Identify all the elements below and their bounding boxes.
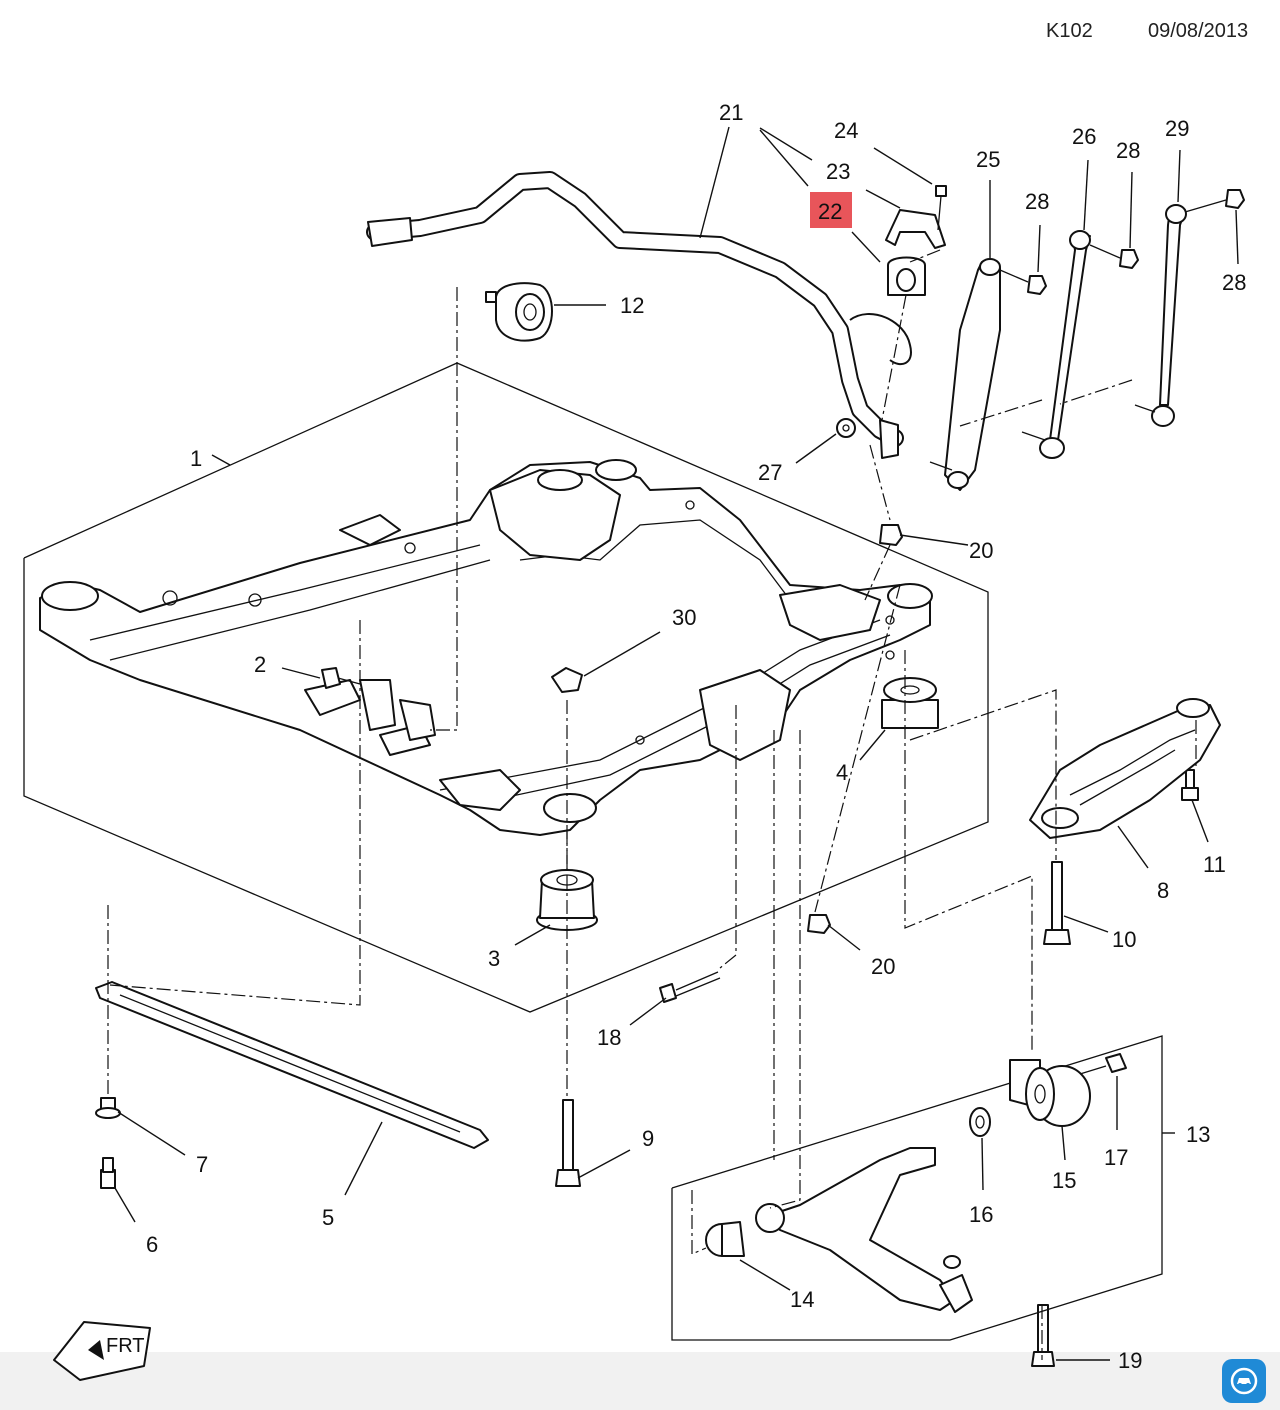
assembly-centerlines [107, 249, 1197, 1360]
nut-20-upper [879, 524, 903, 546]
diagram-code: K102 [1046, 20, 1093, 42]
clip-30 [551, 667, 583, 693]
callout-20-upper: 20 [969, 538, 993, 563]
bolt-18 [659, 971, 721, 1003]
bolt-19 [1031, 1304, 1055, 1367]
bushing-4 [881, 677, 939, 729]
callout-3: 3 [488, 946, 500, 971]
bolt-6 [100, 1157, 116, 1189]
bolt-24 [935, 185, 947, 231]
leader-lines [114, 126, 1239, 1361]
control-arm-14 [705, 1147, 973, 1313]
bolts-to-subframe [929, 404, 1156, 471]
callout-7: 7 [196, 1152, 208, 1177]
callout-6: 6 [146, 1232, 158, 1257]
mount-12 [485, 282, 553, 342]
car-app-icon[interactable] [1222, 1359, 1266, 1403]
callout-28-b: 28 [1116, 138, 1140, 163]
bolt-9 [555, 1099, 581, 1187]
callout-12: 12 [620, 293, 644, 318]
brace-5 [95, 981, 489, 1149]
callout-28-a: 28 [1025, 189, 1049, 214]
bolt-17 [1079, 1053, 1127, 1075]
callout-21: 21 [719, 100, 743, 125]
washer-27 [836, 418, 856, 438]
subframe [39, 459, 933, 836]
washer-16 [969, 1107, 991, 1137]
callout-14: 14 [790, 1287, 814, 1312]
direction-marker-label: FRT [106, 1335, 145, 1357]
callout-5: 5 [322, 1205, 334, 1230]
callout-30: 30 [672, 605, 696, 630]
callout-19: 19 [1118, 1348, 1142, 1373]
callout-16: 16 [969, 1202, 993, 1227]
nuts-28 [999, 189, 1245, 295]
front-direction-arrow: FRT [53, 1321, 151, 1381]
callout-8: 8 [1157, 878, 1169, 903]
control-arm-box [671, 1035, 1163, 1341]
callout-13: 13 [1186, 1122, 1210, 1147]
bushing-22 [887, 256, 926, 296]
callout-10: 10 [1112, 927, 1136, 952]
callout-25: 25 [976, 147, 1000, 172]
bolt-2 [321, 667, 361, 689]
callout-9: 9 [642, 1126, 654, 1151]
highlight-box-22 [810, 192, 852, 228]
callout-1: 1 [190, 446, 202, 471]
bottom-bar [0, 1352, 1280, 1410]
bushing-15 [1009, 1059, 1091, 1127]
bracket-23 [885, 209, 946, 249]
callout-27: 27 [758, 460, 782, 485]
callout-29: 29 [1165, 116, 1189, 141]
bracket-8 [1029, 698, 1221, 839]
stabilizer-link-26 [1039, 230, 1091, 459]
callout-23: 23 [826, 159, 850, 184]
callout-17: 17 [1104, 1145, 1128, 1170]
stabilizer-link-29 [1151, 204, 1187, 427]
callout-4: 4 [836, 760, 848, 785]
callout-18: 18 [597, 1025, 621, 1050]
callout-labels: 1 2 3 4 5 6 7 8 9 10 11 12 13 14 15 16 1… [146, 100, 1246, 1373]
callout-15: 15 [1052, 1168, 1076, 1193]
nut-20-lower [807, 914, 831, 934]
bolt-11 [1181, 769, 1199, 801]
stabilizer-link-25 [944, 258, 1001, 491]
callout-26: 26 [1072, 124, 1096, 149]
bolt-10 [1043, 861, 1071, 945]
car-app-icon-glyph [1230, 1367, 1258, 1395]
callout-11: 11 [1203, 852, 1226, 877]
callout-22: 22 [818, 199, 842, 224]
diagram-date: 09/08/2013 [1148, 20, 1249, 42]
callout-20-lower: 20 [871, 954, 895, 979]
callout-24: 24 [834, 118, 858, 143]
callout-2: 2 [254, 652, 266, 677]
callout-28-c: 28 [1222, 270, 1246, 295]
spacer-7 [95, 1097, 121, 1119]
